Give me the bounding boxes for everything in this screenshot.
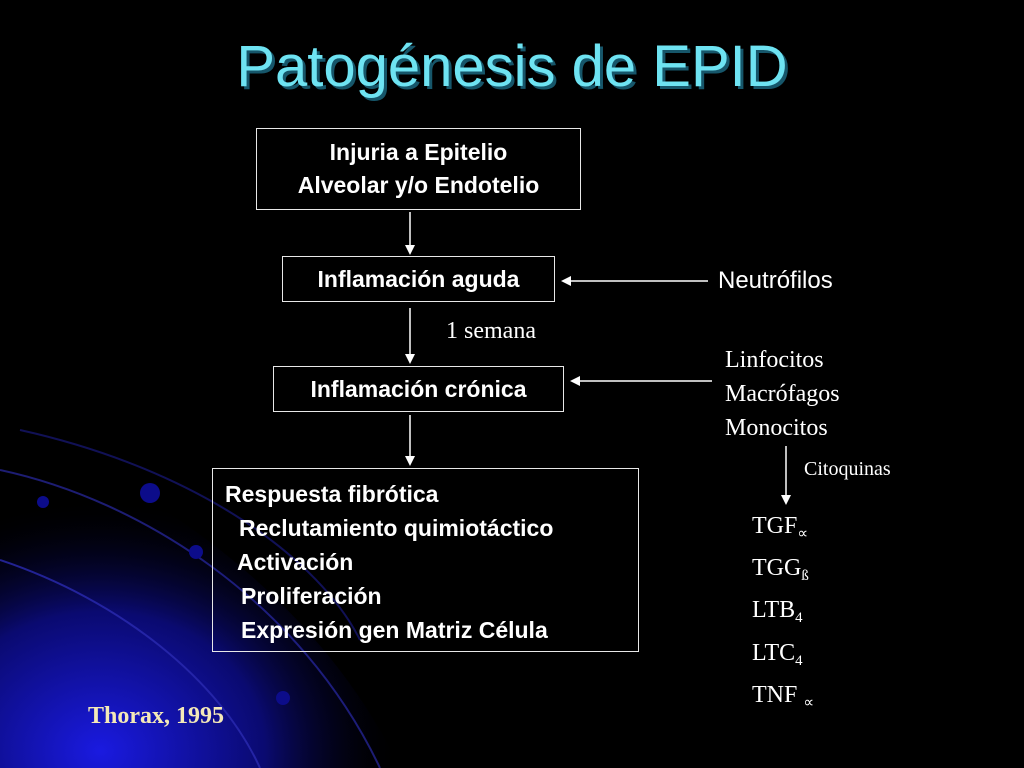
mediator-item: LTC4 bbox=[752, 636, 814, 678]
citation: Thorax, 1995 bbox=[88, 703, 225, 729]
mediator-item: TGGß bbox=[752, 551, 814, 593]
mediator-name: LTB bbox=[752, 597, 796, 624]
box-inflamacion-aguda-label: Inflamación aguda bbox=[317, 265, 520, 292]
mediator-subscript: ß bbox=[801, 568, 809, 585]
box-inflamacion-cronica-label: Inflamación crónica bbox=[310, 375, 527, 402]
fibrotica-item: Expresión gen Matriz Célula bbox=[241, 617, 548, 643]
fibrotica-item: Proliferación bbox=[241, 583, 382, 609]
fibrotica-heading: Respuesta fibrótica bbox=[225, 481, 439, 507]
mediator-subscript: ∝ bbox=[797, 526, 808, 543]
box-injuria-line-1: Injuria a Epitelio bbox=[329, 139, 508, 165]
cell-item: Macrófagos bbox=[725, 381, 840, 407]
mediator-list: TGF∝ TGGß LTB4 LTC4 TNF ∝ bbox=[752, 509, 814, 720]
slide-title: Patogénesis de EPID bbox=[236, 34, 788, 99]
mediator-name: LTC bbox=[752, 639, 796, 666]
label-1-semana: 1 semana bbox=[446, 318, 536, 344]
mediator-item: LTB4 bbox=[752, 593, 814, 635]
box-injuria: Injuria a Epitelio Alveolar y/o Endoteli… bbox=[256, 128, 581, 210]
label-citoquinas: Citoquinas bbox=[804, 458, 891, 480]
mediator-subscript: 4 bbox=[795, 652, 803, 669]
box-inflamacion-aguda: Inflamación aguda bbox=[282, 256, 555, 302]
mediator-name: TGF bbox=[752, 513, 798, 539]
fibrotica-item: Activación bbox=[237, 549, 354, 575]
mediator-item: TNF ∝ bbox=[752, 678, 814, 720]
mediator-item: TGF∝ bbox=[752, 509, 814, 551]
mediator-subscript: ∝ bbox=[803, 695, 814, 712]
fibrotica-item: Reclutamiento quimiotáctico bbox=[239, 515, 554, 541]
cell-item: Linfocitos bbox=[725, 347, 824, 373]
mediator-subscript: 4 bbox=[795, 610, 803, 627]
cell-list: Linfocitos Macrófagos Monocitos bbox=[725, 343, 840, 445]
box-injuria-line-2: Alveolar y/o Endotelio bbox=[297, 172, 540, 198]
mediator-name: TNF bbox=[752, 681, 804, 708]
box-respuesta-fibrotica: Respuesta fibrótica Reclutamiento quimio… bbox=[212, 468, 639, 652]
mediator-name: TGG bbox=[752, 555, 802, 582]
cell-item: Monocitos bbox=[725, 415, 828, 441]
box-inflamacion-cronica: Inflamación crónica bbox=[273, 366, 564, 412]
label-neutrofilos: Neutrófilos bbox=[718, 267, 833, 294]
